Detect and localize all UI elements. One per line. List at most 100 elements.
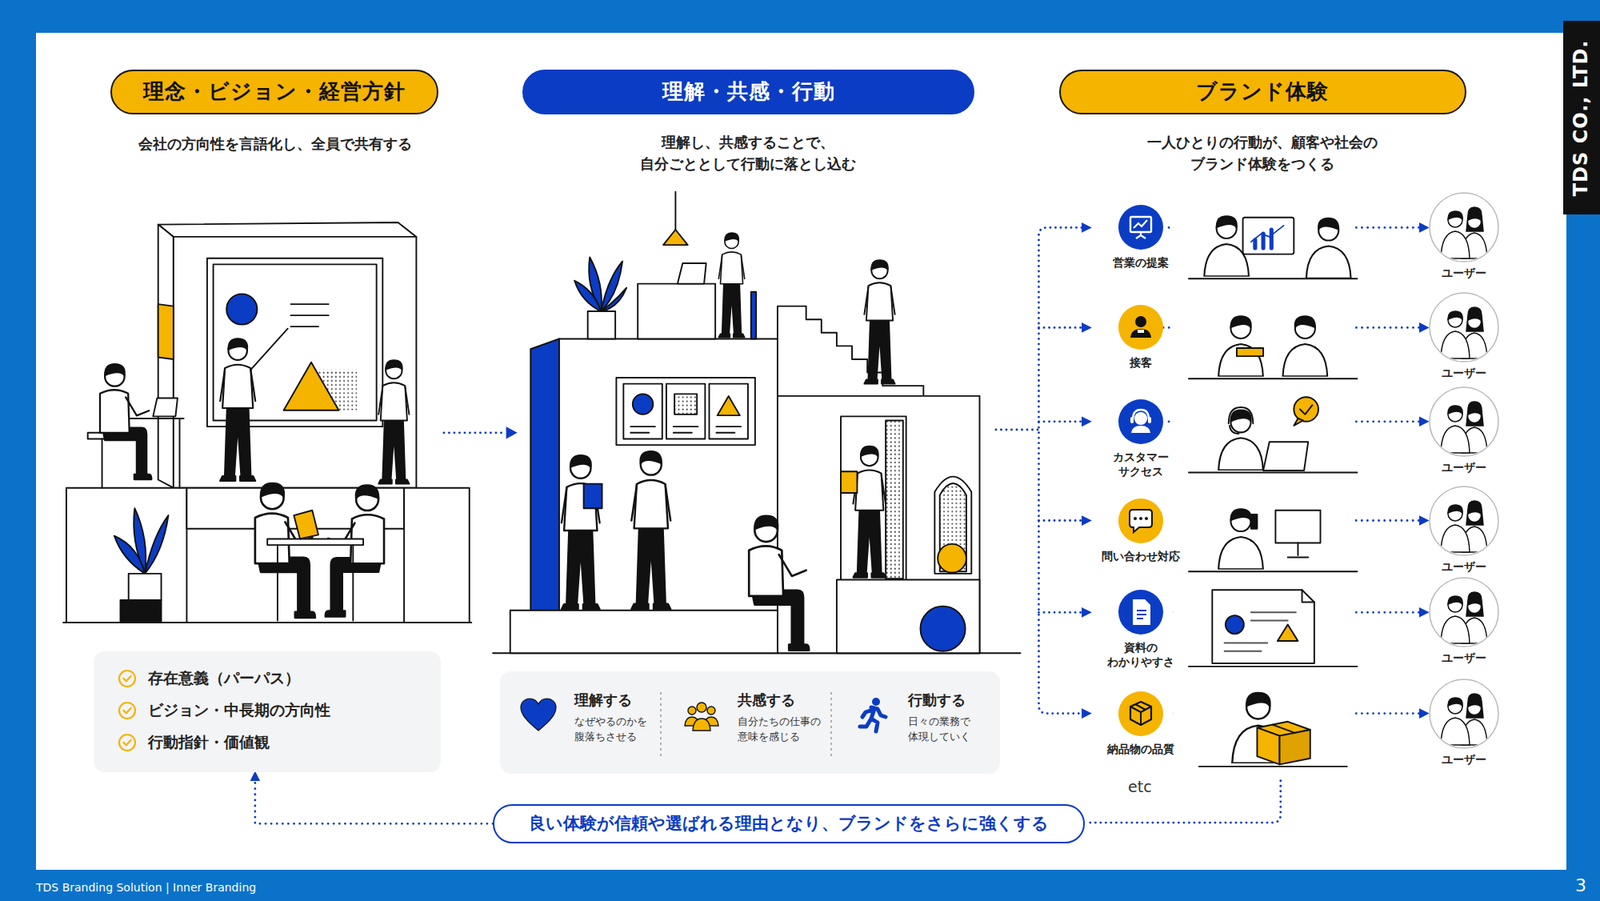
illustration-g: [63, 192, 1357, 823]
illustration-path: [530, 338, 560, 612]
illustration-g: [1306, 218, 1352, 279]
user-node: ユーザー: [1428, 385, 1500, 475]
illustration-circle: [920, 606, 966, 652]
header-pill: 理念・ビジョン・経営方針: [110, 69, 440, 115]
channel-icon: [1118, 399, 1164, 444]
dashed-divider: [829, 690, 833, 758]
illustration-path: [1212, 589, 1315, 664]
illustration-path: [1293, 418, 1303, 426]
illustration-path: [1081, 222, 1092, 233]
illustration-circle: [1429, 292, 1499, 362]
illustration-path: [1468, 506, 1481, 514]
illustration-circle: [1133, 516, 1137, 520]
illustration-path: [1081, 416, 1092, 427]
scene-inquiry: [1173, 488, 1358, 576]
loop-band: 良い体験が信頼や選ばれる理由となり、ブランドをさらに強くする: [492, 804, 1085, 843]
illustration-rect: [1130, 416, 1134, 424]
illustration-circle: [119, 734, 136, 751]
illustration-use: [255, 483, 316, 618]
illustration-circle: [119, 702, 136, 719]
illustration-path: [574, 280, 601, 312]
user-node: ユーザー: [1428, 576, 1500, 665]
user-icon: [1428, 484, 1500, 557]
illustration-circle: [1144, 516, 1148, 520]
illustration-circle: [937, 544, 967, 573]
illustration-path: [124, 740, 132, 745]
illustration-path: [1448, 405, 1463, 414]
illustration-line: [122, 417, 184, 420]
illustration-path: [284, 362, 340, 411]
channel-icon: [1118, 498, 1164, 544]
illustration-path: [1081, 322, 1092, 333]
illustration-g: [1440, 307, 1488, 359]
illustration-rect: [173, 236, 417, 488]
illustration-path: [1131, 425, 1151, 433]
user-icon: [1428, 291, 1500, 364]
illustration-circle: [1118, 304, 1164, 350]
illustration-circle: [632, 393, 654, 415]
check-row: ビジョン・中長期の方向性: [117, 700, 331, 721]
step-icon: [852, 695, 892, 736]
illustration-path: [144, 515, 168, 574]
illustration-path: [114, 536, 145, 574]
illustration-g: [631, 451, 671, 609]
scene-service: [1173, 295, 1358, 384]
illustration-line: [1199, 765, 1348, 768]
illustration-path: [1440, 717, 1470, 745]
illustration-circle: [1118, 498, 1164, 544]
illustration-path: [1130, 701, 1152, 725]
illustration-rect: [588, 311, 616, 339]
illustration-path: [1255, 229, 1272, 248]
illustration-use: [561, 455, 600, 609]
check-item: ビジョン・中長期の方向性: [148, 700, 331, 721]
illustration-path: [1129, 509, 1152, 532]
illustration-circle: [1429, 387, 1499, 456]
illustration-path: [1136, 232, 1146, 239]
illustration-path: [1440, 425, 1470, 453]
illustration-circle: [696, 702, 707, 712]
illustration-rect: [1251, 514, 1258, 529]
illustration-path: [717, 396, 740, 416]
user-label: ユーザー: [1441, 265, 1487, 280]
illustration-rect: [885, 420, 904, 580]
illustration-path: [996, 428, 1040, 432]
illustration-path: [663, 229, 688, 245]
illustration-rect: [510, 610, 778, 654]
flow-arrowheads: [506, 222, 1092, 719]
step-title: 共感する: [737, 690, 821, 710]
flow-lines: [444, 227, 1281, 823]
illustration-path: [600, 288, 627, 312]
illustration-path: [506, 426, 518, 439]
illustration-g: [1283, 316, 1328, 376]
illustration-path: [1300, 404, 1312, 414]
channel-node: 資料の わかりやすさ: [1107, 589, 1175, 669]
step-title: 行動する: [908, 690, 971, 710]
illustration-rect: [751, 292, 756, 340]
illustration-g: [325, 485, 384, 617]
illustration-g: [1440, 207, 1488, 259]
step-icon: [681, 695, 722, 736]
flow-connector: [255, 772, 493, 824]
illustration-path: [1466, 307, 1484, 332]
illustration-path: [152, 397, 178, 416]
user-label: ユーザー: [1441, 460, 1487, 475]
step-title: 理解する: [574, 690, 648, 710]
scene-document: [1173, 579, 1358, 668]
illustration-line: [1188, 665, 1357, 668]
illustration-circle: [1225, 615, 1244, 634]
illustration-rect: [1173, 388, 1356, 477]
illustration-path: [1136, 610, 1147, 619]
illustration-circle: [1135, 316, 1147, 328]
illustration-rect: [1173, 579, 1356, 668]
illustration-path: [1466, 500, 1484, 525]
channel-label: 問い合わせ対応: [1101, 548, 1180, 564]
illustration-path: [124, 708, 132, 713]
illustration-path: [1468, 597, 1481, 605]
illustration-path: [777, 306, 924, 396]
column-subtitle: 理解し、共感することで、 自分ごととして行動に落とし込む: [629, 131, 868, 175]
illustration-rect: [674, 393, 697, 415]
illustration-rect: [1243, 217, 1295, 255]
user-node: ユーザー: [1428, 484, 1500, 574]
column-subtitle: 一人ひとりの行動が、顧客や社会の ブランド体験をつくる: [1136, 131, 1389, 175]
